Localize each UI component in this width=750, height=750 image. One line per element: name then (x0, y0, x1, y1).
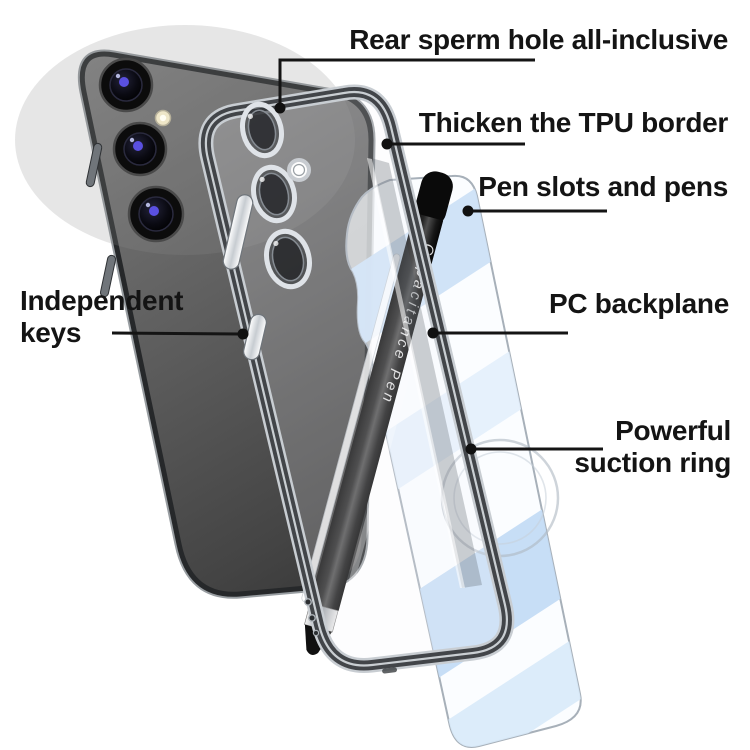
case-speaker-holes (304, 598, 320, 637)
leader-dot-tpu-border (381, 138, 393, 150)
label-tpu-border: Thicken the TPU border (418, 107, 729, 138)
label-suction-ring: Powerful suction ring (574, 415, 731, 479)
camera-lens-2 (112, 121, 168, 177)
pen-cap (414, 171, 453, 226)
label-independent-keys: Independent keys (20, 285, 184, 349)
camera-lens-3 (127, 185, 185, 243)
stylus-pen: Capacitance Pen (301, 171, 453, 655)
leader-dot-pen-slots (462, 205, 474, 217)
phone-volume-key (85, 142, 103, 188)
leader-lines (111, 58, 607, 451)
camera-lens-1 (98, 57, 154, 113)
case-frame-gloss-line (204, 90, 508, 667)
phone-power-key (99, 254, 117, 298)
transparent-case (198, 84, 515, 674)
case-camera-ring-3 (264, 228, 312, 290)
label-rear-hole: Rear sperm hole all-inclusive (349, 24, 728, 55)
case-camera-ring-2 (251, 164, 297, 224)
leader-line-independent-keys (111, 331, 241, 336)
leader-dot-pc-backplane (427, 327, 439, 339)
leader-line-rear-hole (278, 58, 535, 104)
case-camera-ring-1 (240, 101, 284, 159)
pen-body (309, 212, 444, 611)
leader-dot-suction-ring (465, 443, 477, 455)
label-pen-slots: Pen slots and pens (478, 171, 728, 202)
flash-led (154, 109, 172, 127)
case-charge-port (382, 667, 398, 674)
leader-dot-rear-hole (274, 102, 286, 114)
leader-dot-independent-keys (237, 328, 249, 340)
leader-dots (237, 102, 477, 455)
case-volume-key-cover (222, 194, 254, 270)
label-pc-backplane: PC backplane (548, 288, 729, 319)
pen-slot-rail-right (333, 312, 426, 642)
case-gloss-streak (371, 158, 482, 588)
case-flash-hole (287, 158, 311, 182)
phone (15, 25, 376, 599)
case-gloss-highlight (367, 158, 465, 588)
